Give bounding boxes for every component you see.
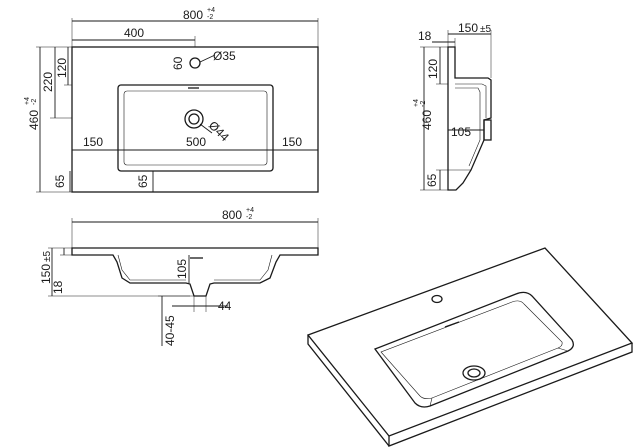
dim-front-height-tol: ±5 (42, 251, 53, 262)
dim-top-left-half: 400 (124, 26, 144, 40)
dim-top-bowl-bottom-center: 65 (136, 174, 150, 188)
dim-front-drain: 40-45 (163, 315, 177, 346)
dim-side-105: 105 (451, 125, 471, 139)
dim-front-105: 105 (175, 259, 189, 279)
dim-top-tap-offset: 60 (171, 56, 185, 70)
dim-top-drain-hole: Ø44 (206, 118, 232, 144)
dim-side-height: 150 (458, 21, 478, 35)
dim-side-height-tol: ±5 (480, 24, 491, 35)
dim-side-65: 65 (425, 173, 439, 187)
dim-front-width-tol-plus: +4 (246, 207, 254, 214)
isometric-view (306, 247, 634, 447)
dim-top-width-tol-plus: +4 (207, 7, 215, 14)
dim-side-depth: 460 (420, 110, 434, 130)
top-view-outline (71, 46, 319, 193)
dim-front-18: 18 (51, 280, 65, 294)
dim-top-width: 800 (183, 8, 203, 22)
dim-left-depth-tol-minus: -2 (31, 99, 38, 105)
dim-top-tap-hole: Ø35 (213, 49, 236, 63)
dim-front-width: 800 (222, 208, 242, 222)
dim-left-220: 220 (41, 72, 55, 92)
iso-overflow (444, 321, 460, 328)
dim-top-width-tol-minus: -2 (207, 14, 213, 21)
side-view: 150 ±5 18 460 +4 -2 120 105 65 (413, 21, 492, 191)
top-view-bowl-inner (123, 90, 268, 166)
iso-bowl-rim (373, 291, 574, 408)
side-view-drain (483, 119, 492, 141)
dim-side-120: 120 (426, 59, 440, 79)
drain-outer (184, 109, 204, 129)
dim-side-depth-tol-plus: +4 (413, 99, 420, 107)
drain-inner (188, 113, 200, 125)
top-view: 800 +4 -2 400 60 Ø35 Ø44 150 500 150 65 … (24, 7, 319, 193)
dim-top-margin-left: 150 (83, 135, 103, 149)
dim-side-18: 18 (418, 29, 432, 43)
dim-top-bowl-width: 500 (186, 135, 206, 149)
dim-top-bowl-bottom-left: 65 (53, 174, 67, 188)
iso-tap-hole (431, 294, 443, 304)
dim-top-margin-right: 150 (282, 135, 302, 149)
tap-hole (189, 57, 201, 69)
side-view-outline (447, 46, 492, 191)
dim-left-depth-tol-plus: +4 (24, 97, 31, 105)
dim-front-44: 44 (218, 299, 232, 313)
dim-side-depth-tol-minus: -2 (420, 101, 427, 107)
front-view-outline (71, 247, 319, 297)
top-view-bowl-outer (117, 84, 274, 172)
dim-left-depth: 460 (27, 110, 41, 130)
dim-front-width-tol-minus: -2 (246, 214, 252, 221)
dim-front-height: 150 (39, 264, 53, 284)
iso-drain-outer (462, 365, 486, 381)
front-view: 800 +4 -2 150 ±5 18 105 44 40-45 (39, 207, 319, 346)
iso-top-surface (306, 247, 634, 437)
dim-left-120: 120 (55, 58, 69, 78)
iso-drain-inner (467, 368, 481, 378)
